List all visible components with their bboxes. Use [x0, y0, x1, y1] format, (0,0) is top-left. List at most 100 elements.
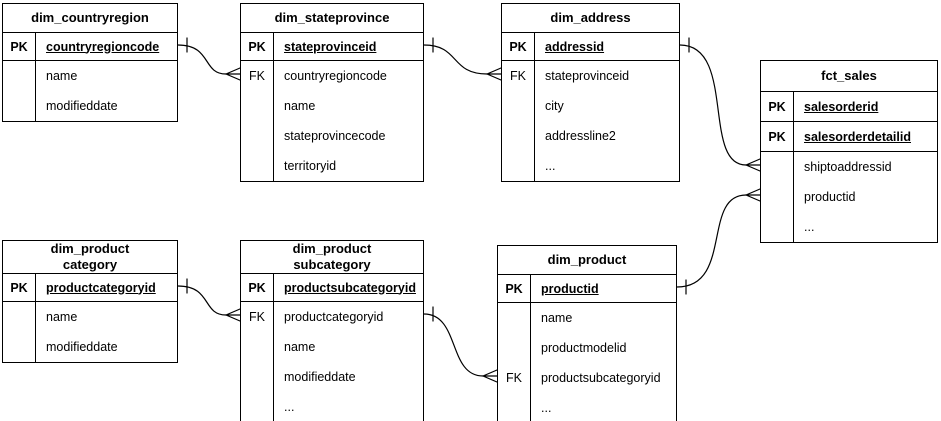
column-name: addressline2 [545, 129, 616, 143]
key-cell [761, 212, 794, 242]
table-row: addressline2 [502, 121, 679, 151]
column-name: countryregioncode [46, 39, 160, 54]
key-badge-pk: PK [502, 33, 535, 60]
table-row: name [3, 302, 177, 332]
key-badge-fk: FK [498, 363, 531, 393]
table-row: PK productcategoryid [3, 274, 177, 302]
key-cell [502, 91, 535, 121]
relationship-product-fctsales[interactable] [676, 188, 761, 295]
table-row: modifieddate [3, 91, 177, 121]
entity-table-dim_address[interactable]: dim_address PK addressid FK stateprovinc… [501, 3, 680, 182]
column-name: name [284, 99, 316, 113]
relationship-countryregion-stateprovince[interactable] [177, 37, 241, 81]
column-name: stateprovinceid [545, 69, 630, 83]
column-name: ... [545, 159, 556, 173]
table-row: ... [502, 151, 679, 181]
key-badge-pk: PK [761, 92, 794, 121]
column-name: name [46, 310, 78, 324]
relationship-productcategory-productsubcategory[interactable] [177, 278, 241, 322]
relationship-productsubcategory-product[interactable] [423, 306, 498, 383]
column-name: productsubcategoryid [284, 280, 416, 295]
key-badge-pk: PK [3, 274, 36, 301]
entity-table-dim_productcategory[interactable]: dim_product category PK productcategoryi… [2, 240, 178, 363]
key-cell [761, 182, 794, 212]
key-cell [502, 121, 535, 151]
key-cell [498, 333, 531, 363]
key-cell [3, 302, 36, 332]
column-name: name [284, 340, 316, 354]
column-name: countryregioncode [284, 69, 387, 83]
key-cell [761, 152, 794, 182]
column-name: name [46, 69, 78, 83]
table-row: modifieddate [241, 362, 423, 392]
table-title: dim_product subcategory [241, 241, 423, 274]
table-row: ... [241, 392, 423, 421]
key-badge-fk: FK [241, 302, 274, 332]
key-badge-pk: PK [3, 33, 36, 60]
key-cell [502, 151, 535, 181]
table-row: ... [761, 212, 937, 242]
key-cell [241, 332, 274, 362]
column-name: salesorderdetailid [804, 129, 911, 144]
column-name: productid [541, 281, 599, 296]
entity-table-fct_sales[interactable]: fct_sales PK salesorderid PK salesorderd… [760, 60, 938, 243]
table-row: PK countryregioncode [3, 33, 177, 61]
table-row: PK salesorderid [761, 92, 937, 122]
table-row: territoryid [241, 151, 423, 181]
entity-table-dim_productsubcategory[interactable]: dim_product subcategory PK productsubcat… [240, 240, 424, 421]
key-cell [241, 121, 274, 151]
key-badge-fk: FK [502, 61, 535, 91]
entity-table-dim_countryregion[interactable]: dim_countryregion PK countryregioncode n… [2, 3, 178, 122]
table-row: name [498, 303, 676, 333]
column-name: productmodelid [541, 341, 627, 355]
table-row: name [3, 61, 177, 91]
entity-table-dim_product[interactable]: dim_product PK productid name productmod… [497, 245, 677, 421]
column-name: name [541, 311, 573, 325]
key-badge-pk: PK [241, 33, 274, 60]
key-cell [241, 362, 274, 392]
table-row: shiptoaddressid [761, 152, 937, 182]
table-row: PK addressid [502, 33, 679, 61]
column-name: modifieddate [46, 99, 118, 113]
key-cell [241, 91, 274, 121]
column-name: ... [284, 400, 295, 414]
table-title: dim_address [502, 4, 679, 33]
key-badge-fk: FK [241, 61, 274, 91]
column-name: productcategoryid [284, 310, 384, 324]
key-cell [498, 303, 531, 333]
key-badge-pk: PK [498, 275, 531, 302]
table-row: PK productid [498, 275, 676, 303]
column-name: territoryid [284, 159, 337, 173]
table-title: dim_product category [3, 241, 177, 274]
relationship-address-fctsales[interactable] [679, 37, 761, 172]
column-name: salesorderid [804, 99, 879, 114]
column-name: stateprovincecode [284, 129, 386, 143]
table-row: FK productcategoryid [241, 302, 423, 332]
key-cell [498, 393, 531, 421]
key-cell [241, 151, 274, 181]
key-cell [3, 61, 36, 91]
table-row: FK productsubcategoryid [498, 363, 676, 393]
entity-table-dim_stateprovince[interactable]: dim_stateprovince PK stateprovinceid FK … [240, 3, 424, 182]
table-row: PK stateprovinceid [241, 33, 423, 61]
key-cell [241, 392, 274, 421]
table-title: dim_product [498, 246, 676, 275]
key-cell [3, 332, 36, 362]
table-row: FK stateprovinceid [502, 61, 679, 91]
table-row: city [502, 91, 679, 121]
column-name: stateprovinceid [284, 39, 377, 54]
column-name: shiptoaddressid [804, 160, 892, 174]
key-cell [3, 91, 36, 121]
column-name: modifieddate [284, 370, 356, 384]
column-name: ... [541, 401, 552, 415]
table-row: productid [761, 182, 937, 212]
relationship-stateprovince-address[interactable] [423, 37, 502, 81]
table-title: dim_stateprovince [241, 4, 423, 33]
column-name: modifieddate [46, 340, 118, 354]
column-name: productsubcategoryid [541, 371, 661, 385]
column-name: productid [804, 190, 856, 204]
column-name: addressid [545, 39, 605, 54]
column-name: ... [804, 220, 815, 234]
